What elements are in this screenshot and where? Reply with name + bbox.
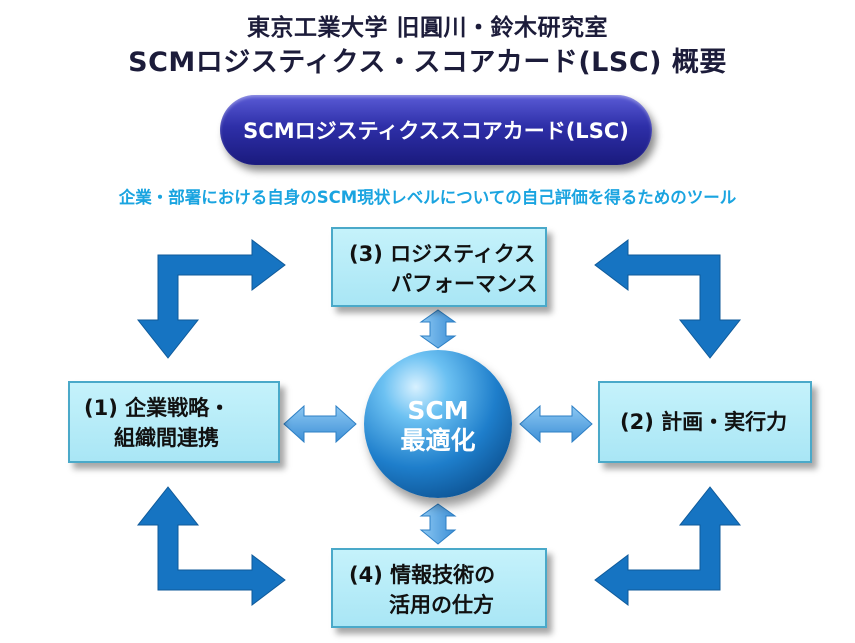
title-line-2: SCMロジスティクス・スコアカード(LSC) 概要	[128, 47, 727, 78]
box-it-line1: (4) 情報技術の	[349, 563, 496, 587]
double-arrow-left	[283, 404, 357, 444]
sphere-line2: 最適化	[400, 426, 476, 455]
box-strategy-line2: 組織間連携	[114, 426, 219, 450]
cycle-arrow-top-left	[136, 238, 286, 359]
cycle-arrow-bottom-right	[594, 486, 742, 607]
box-information-technology: (4) 情報技術の 活用の仕方	[331, 548, 547, 628]
scm-sphere	[364, 350, 512, 498]
sphere-line1: SCM	[407, 396, 469, 425]
cycle-arrow-top-right	[594, 238, 742, 359]
double-arrow-right	[519, 404, 593, 444]
double-arrow-bottom	[419, 503, 457, 545]
banner-subtitle: 企業・部署における自身のSCM現状レベルについての自己評価を得るためのツール	[118, 188, 737, 207]
lsc-banner: SCMロジスティクススコアカード(LSC)	[220, 95, 652, 165]
box-logistics-line2: パフォーマンス	[391, 272, 538, 296]
box-logistics-performance: (3) ロジスティクス パフォーマンス	[331, 227, 547, 307]
box-logistics-line1: (3) ロジスティクス	[349, 242, 536, 266]
box-plan-line1: (2) 計画・実行力	[620, 410, 788, 434]
double-arrow-top	[419, 309, 457, 349]
title-line-1: 東京工業大学 旧圓川・鈴木研究室	[246, 15, 608, 41]
lsc-banner-label: SCMロジスティクススコアカード(LSC)	[243, 119, 629, 143]
cycle-arrow-bottom-left	[136, 486, 286, 607]
box-it-line2: 活用の仕方	[389, 593, 494, 617]
box-planning-execution: (2) 計画・実行力	[598, 381, 812, 463]
box-corporate-strategy: (1) 企業戦略・ 組織間連携	[68, 381, 280, 463]
box-strategy-line1: (1) 企業戦略・	[84, 396, 231, 420]
scm-sphere-label: SCM 最適化	[364, 396, 512, 456]
